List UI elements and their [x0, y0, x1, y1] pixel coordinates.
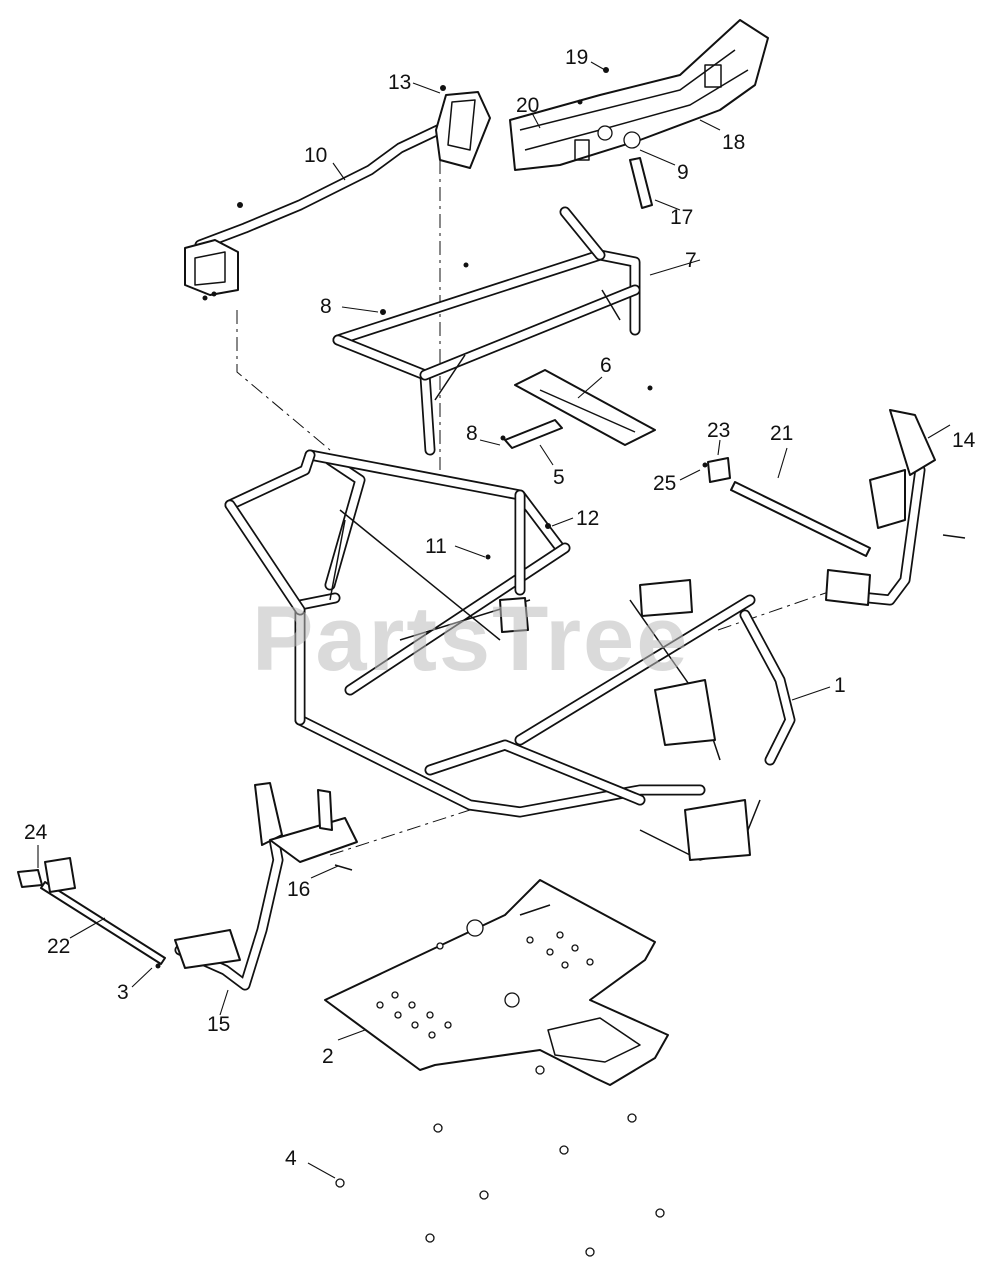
callout-11: 11 — [425, 535, 447, 558]
callout-4: 4 — [285, 1147, 297, 1170]
callout-24: 24 — [24, 821, 48, 844]
callout-14: 14 — [952, 429, 976, 452]
callout-8-lower: 8 — [466, 422, 478, 445]
callout-18: 18 — [722, 131, 745, 154]
callout-8-upper: 8 — [320, 295, 332, 318]
leader-lines — [37, 61, 951, 1179]
part-2-skid-plate — [324, 879, 669, 1086]
callout-22: 22 — [47, 935, 70, 958]
callout-23: 23 — [707, 419, 730, 442]
callout-5: 5 — [553, 466, 565, 489]
callout-17: 17 — [670, 206, 693, 229]
callout-3: 3 — [117, 981, 129, 1004]
callout-13: 13 — [388, 71, 411, 94]
part-15-bumper — [174, 782, 358, 991]
callout-7: 7 — [685, 249, 697, 272]
callout-15: 15 — [207, 1013, 230, 1036]
callout-9: 9 — [677, 161, 689, 184]
callout-19: 19 — [565, 46, 588, 69]
part-5-bracket — [500, 419, 563, 449]
callout-2: 2 — [322, 1045, 334, 1068]
callout-16: 16 — [287, 878, 310, 901]
part-22-bar — [17, 857, 166, 969]
callout-21: 21 — [770, 422, 793, 445]
callout-6: 6 — [600, 354, 612, 377]
part-10-side-rail — [184, 85, 491, 301]
callout-25: 25 — [653, 472, 676, 495]
part-21-bar — [702, 457, 871, 557]
callout-1: 1 — [834, 674, 846, 697]
part-7-bed-frame — [332, 206, 641, 456]
part-1-main-frame — [224, 449, 796, 861]
part-6-plate — [514, 369, 656, 446]
part-18-rear-panel — [509, 19, 769, 209]
callout-10: 10 — [304, 144, 327, 167]
alignment-lines — [236, 160, 841, 856]
part-14-bumper — [825, 409, 966, 606]
callout-20: 20 — [516, 94, 539, 117]
callout-12: 12 — [576, 507, 599, 530]
watermark: PartsTree — [252, 588, 689, 690]
callout-labels: 1 2 3 4 5 6 7 8 8 9 10 11 12 13 14 15 16… — [24, 46, 976, 1170]
part-4-fasteners — [335, 1065, 665, 1257]
